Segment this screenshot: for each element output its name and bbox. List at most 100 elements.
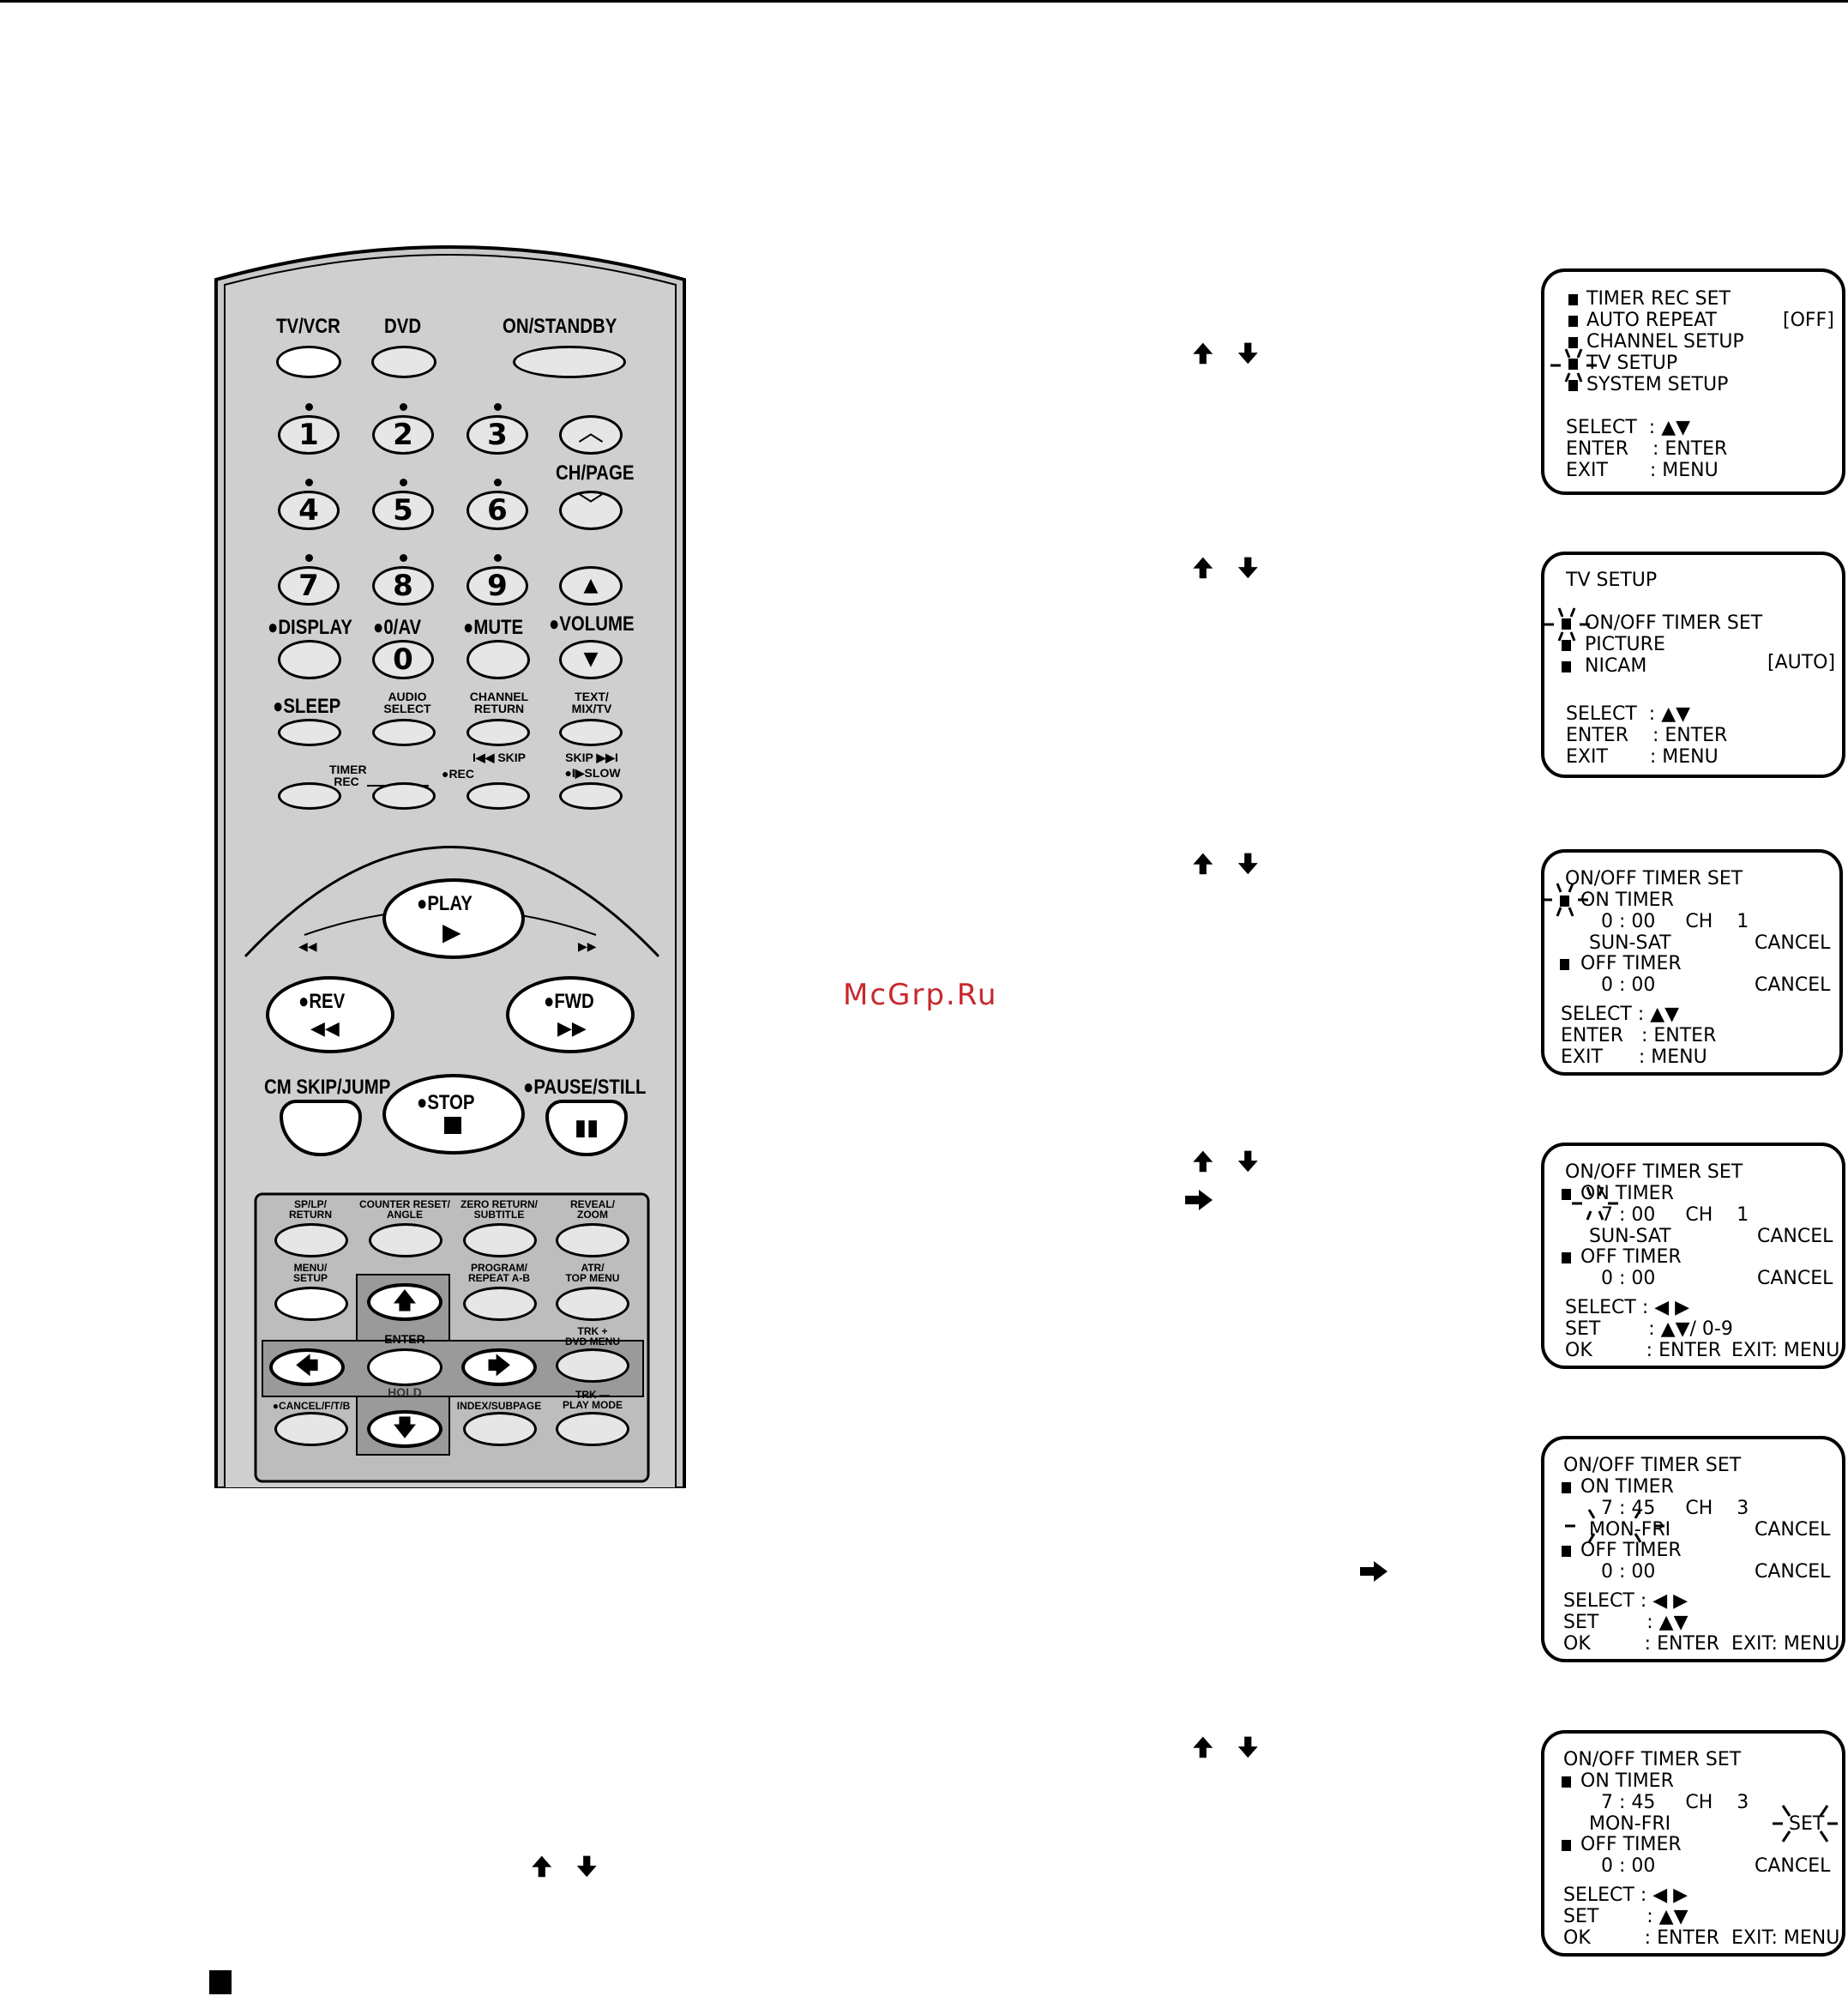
help-select: SELECT : ▲▼ — [1561, 1004, 1680, 1025]
program-button[interactable] — [463, 1287, 537, 1321]
watermark: McGrp.Ru — [843, 978, 998, 1012]
channel-return-button[interactable] — [467, 719, 530, 746]
enter-label: ENTER — [384, 1332, 425, 1346]
digit-8-button[interactable]: 8 — [372, 566, 434, 606]
index-button[interactable] — [463, 1412, 537, 1446]
channel-down-button[interactable]: ﹀ — [559, 491, 623, 530]
display-button[interactable] — [278, 640, 341, 679]
help-select: SELECT : ◀ ▶ — [1563, 1884, 1688, 1906]
ch-page-label: CH/PAGE — [556, 461, 635, 485]
up-arrow-button[interactable]: 🡅 — [367, 1283, 442, 1321]
digit-1-button[interactable]: 1 — [278, 415, 340, 455]
right-arrow-icon — [1360, 1561, 1388, 1582]
help-enter: ENTER : ENTER — [1566, 438, 1728, 460]
help-enter: ENTER : ENTER — [1561, 1025, 1717, 1046]
skip-back-label: I◀◀ SKIP — [473, 751, 526, 764]
section-bullet — [209, 1970, 232, 1994]
text-mix-button[interactable] — [559, 719, 623, 746]
days-value: SUN-SAT — [1589, 932, 1671, 954]
digit-7-button[interactable]: 7 — [278, 566, 340, 606]
right-arrow-icon — [1185, 1190, 1213, 1210]
days-value: MON-FRI — [1589, 1519, 1671, 1541]
sp-lp-button[interactable] — [274, 1223, 348, 1257]
arrow-left-icon: 🡄 — [295, 1354, 319, 1379]
text-mix-label: TEXT/MIX/TV — [571, 690, 612, 715]
trk-plus-button[interactable] — [556, 1348, 629, 1383]
days-value: SUN-SAT — [1589, 1226, 1671, 1247]
play-button[interactable]: ●PLAY ▶ — [382, 878, 525, 959]
help-exit: EXIT : MENU — [1561, 1046, 1707, 1068]
skip-back-button[interactable] — [467, 782, 530, 810]
help-select: SELECT : ◀ ▶ — [1563, 1590, 1688, 1612]
digit-2-button[interactable]: 2 — [372, 415, 434, 455]
stop-button[interactable]: ●STOP — [382, 1074, 525, 1155]
hold-label: HOLD — [388, 1385, 422, 1399]
help-set: SET : ▲▼/ 0-9 — [1565, 1318, 1733, 1340]
digit-9-button[interactable]: 9 — [467, 566, 528, 606]
down-arrow-button[interactable]: 🡇 — [367, 1410, 442, 1448]
menu-item: AUTO REPEAT — [1586, 310, 1718, 331]
cancel-value: CANCEL — [1755, 1561, 1831, 1583]
sleep-button[interactable] — [278, 719, 341, 746]
display-label: ●DISPLAY — [268, 616, 352, 639]
volume-up-button[interactable]: ▲ — [559, 566, 623, 606]
rec-button[interactable] — [372, 782, 436, 810]
left-arrow-button[interactable]: 🡄 — [269, 1348, 345, 1386]
trk-minus-button[interactable] — [556, 1412, 629, 1446]
pause-label: ●PAUSE/STILL — [523, 1076, 647, 1099]
slow-button[interactable] — [559, 782, 623, 810]
screen-title: TV SETUP — [1566, 570, 1658, 591]
screen-title: ON/OFF TIMER SET — [1563, 1749, 1742, 1770]
atr-button[interactable] — [556, 1287, 629, 1321]
cancel-value: CANCEL — [1755, 974, 1831, 996]
digit-5-button[interactable]: 5 — [372, 491, 434, 530]
trk-plus-label: TRK +DVD MENU — [564, 1325, 620, 1348]
on-timer-label: ON TIMER — [1580, 1183, 1674, 1204]
timer-rec-button[interactable] — [278, 782, 341, 810]
digit-0-button[interactable]: 0 — [372, 640, 434, 679]
menu-setup-button[interactable] — [274, 1287, 348, 1321]
rev-label: ●REV — [298, 990, 346, 1013]
off-time: 0 : 00 — [1601, 1855, 1656, 1877]
stop-label: ●STOP — [417, 1091, 475, 1114]
fwd-button[interactable]: ●FWD ▶▶ — [506, 976, 635, 1053]
help-exit: EXIT : MENU — [1566, 746, 1719, 768]
zero-return-button[interactable] — [463, 1223, 537, 1257]
atr-label: ATR/TOP MENU — [565, 1262, 620, 1284]
play-label: ●PLAY — [417, 892, 473, 915]
digit-4-button[interactable]: 4 — [278, 491, 340, 530]
on-timer-line: 7 : 45 CH 3 — [1601, 1498, 1749, 1519]
reveal-label: REVEAL/ZOOM — [569, 1198, 615, 1221]
help-ok: OK : ENTER — [1563, 1633, 1720, 1655]
fwd-label: ●FWD — [544, 990, 594, 1013]
blink-icon — [1542, 883, 1588, 917]
standby-button[interactable] — [513, 346, 626, 378]
pause-icon: ▮▮ — [574, 1115, 599, 1141]
volume-down-button[interactable]: ▼ — [559, 640, 623, 679]
program-label: PROGRAM/REPEAT A-B — [468, 1262, 530, 1284]
mute-label: ●MUTE — [463, 616, 524, 639]
cancel-button[interactable] — [274, 1412, 348, 1446]
audio-select-button[interactable] — [372, 719, 436, 746]
tvvcr-button[interactable] — [276, 346, 341, 378]
menu-item: ON/OFF TIMER SET — [1585, 612, 1763, 634]
digit-3-button[interactable]: 3 — [467, 415, 528, 455]
right-arrow-button[interactable]: 🡆 — [461, 1348, 537, 1386]
mute-button[interactable] — [467, 640, 530, 679]
blink-icon — [1550, 348, 1597, 383]
counter-reset-button[interactable] — [369, 1223, 442, 1257]
channel-up-button[interactable]: ︿ — [559, 415, 623, 455]
dvd-button[interactable] — [371, 346, 436, 378]
enter-button[interactable] — [367, 1348, 442, 1386]
reveal-button[interactable] — [556, 1223, 629, 1257]
help-ok: OK : ENTER — [1565, 1340, 1722, 1361]
off-timer-label: OFF TIMER — [1580, 1540, 1682, 1561]
arrow-right-icon: 🡆 — [487, 1354, 511, 1379]
blink-icon — [1565, 1509, 1664, 1543]
help-select: SELECT : ▲▼ — [1566, 417, 1691, 438]
menu-setup-label: MENU/SETUP — [292, 1262, 328, 1284]
digit-6-button[interactable]: 6 — [467, 491, 528, 530]
rev-button[interactable]: ●REV ◀◀ — [266, 976, 394, 1053]
